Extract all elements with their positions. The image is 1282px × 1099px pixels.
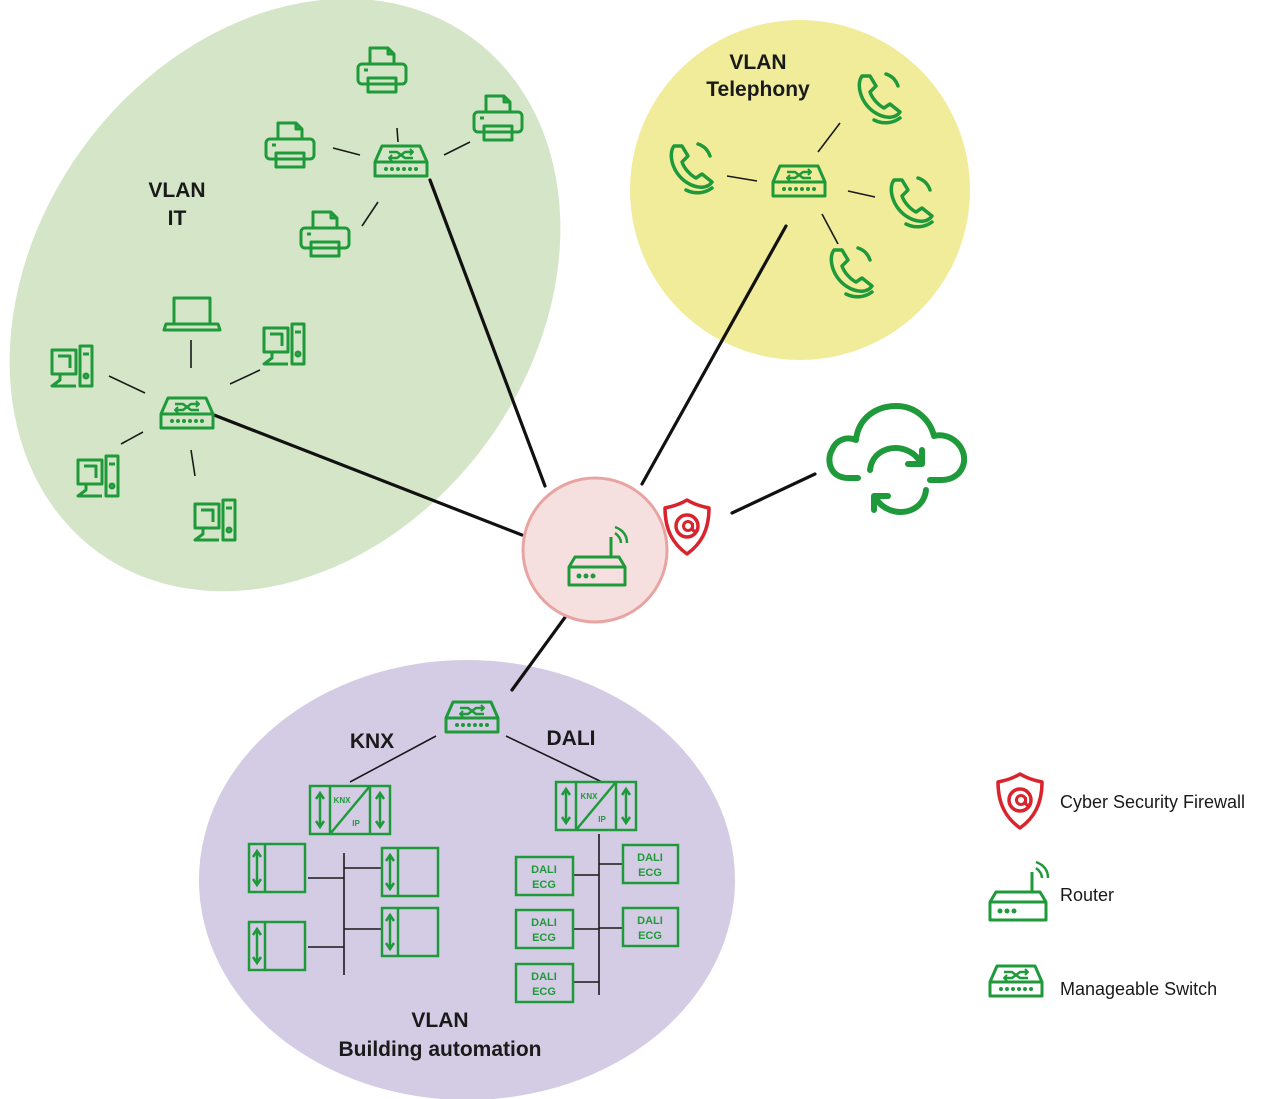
firewall-icon (663, 498, 711, 556)
router-hub-circle (521, 476, 669, 624)
vlan-building-label-line2: Building automation (339, 1038, 542, 1061)
vlan-it-label-line1: VLAN (148, 179, 205, 202)
ecg-label: DALI (637, 915, 663, 927)
gateway-bottom-label: IP (598, 815, 606, 824)
vlan-building-label-line1: VLAN (411, 1009, 468, 1032)
cloud-sync-icon (826, 403, 968, 515)
ecg-label: DALI (531, 971, 557, 983)
dali-branch-label: DALI (547, 727, 596, 750)
legend: Cyber Security Firewall Router Manageabl… (988, 772, 1245, 999)
ecg-label: ECG (532, 932, 556, 944)
knx-branch-label: KNX (350, 730, 394, 753)
ecg-label: DALI (531, 917, 557, 929)
trunk-links (212, 178, 817, 692)
legend-router-label: Router (1060, 885, 1114, 905)
gateway-bottom-label: IP (352, 819, 360, 828)
gateway-top-label: KNX (334, 796, 352, 805)
legend-router-icon (988, 860, 1050, 922)
legend-switch-label: Manageable Switch (1060, 979, 1217, 999)
dali-ecg-labels: DALI ECG DALI ECG DALI ECG DALI ECG DALI… (531, 852, 663, 998)
ecg-label: ECG (638, 930, 662, 942)
vlan-building-zone (199, 660, 735, 1099)
vlan-telephony-zone (630, 20, 970, 360)
gateway-top-label: KNX (581, 792, 599, 801)
vlan-it-zone (9, 0, 561, 592)
device-links (108, 122, 876, 995)
ecg-label: ECG (532, 879, 556, 891)
ecg-label: DALI (531, 864, 557, 876)
ecg-label: ECG (638, 867, 662, 879)
vlan-telephony-label-line1: VLAN (729, 51, 786, 74)
vlan-it-label-line2: IT (168, 207, 187, 230)
dali-ecg-boxes (514, 843, 680, 1004)
vlan-telephony-label-line2: Telephony (706, 78, 810, 101)
legend-switch-icon (988, 964, 1044, 998)
ecg-label: ECG (532, 986, 556, 998)
ecg-label: DALI (637, 852, 663, 864)
legend-firewall-label: Cyber Security Firewall (1060, 792, 1245, 812)
legend-firewall-icon (996, 772, 1044, 830)
